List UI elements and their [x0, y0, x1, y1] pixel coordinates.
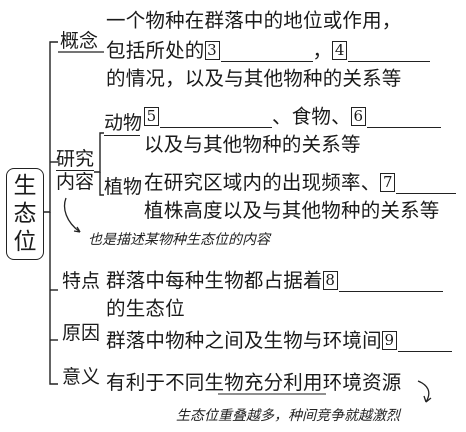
blank-number-9: 9	[381, 331, 397, 350]
cause-label: 原因	[62, 322, 101, 344]
root-char-3: 位	[13, 229, 37, 255]
blank-number-3: 3	[204, 41, 220, 60]
fill-blank-3[interactable]	[220, 41, 313, 62]
plant-line-2: 植株高度以及与其他物种的关系等	[144, 199, 440, 222]
root-node-niche: 生 态 位	[6, 168, 44, 260]
plant-line-1-text: 在研究区域内的出现频率、	[144, 171, 381, 194]
plant-line-1: 在研究区域内的出现频率、7	[144, 171, 457, 194]
animal-underline	[104, 135, 140, 136]
cause-line-text: 群落中物种之间及生物与环境间	[106, 329, 382, 352]
root-char-1: 生	[13, 173, 37, 199]
significance-handwritten-note: 生态位重叠越多，种间竞争就越激烈	[176, 408, 400, 424]
blank-number-5: 5	[144, 107, 159, 126]
fill-blank-5[interactable]	[160, 107, 272, 128]
research-label: 研究 内容	[56, 148, 95, 193]
fill-blank-9[interactable]	[397, 331, 452, 352]
blank-number-6: 6	[350, 107, 366, 126]
research-label-bottom: 内容	[56, 171, 95, 193]
animal-line-2: 以及与其他物种的关系等	[144, 133, 361, 156]
fill-blank-8[interactable]	[338, 271, 443, 292]
animal-line-1: 5 、食物、6	[144, 106, 441, 128]
significance-line: 有利于不同生物充分利用环境资源	[106, 371, 402, 394]
feature-label: 特点	[62, 270, 101, 292]
concept-separator: ，	[312, 39, 333, 62]
fill-blank-4[interactable]	[348, 41, 431, 62]
feature-line-2: 的生态位	[106, 297, 185, 320]
fill-blank-6[interactable]	[366, 107, 441, 128]
significance-label: 意义	[62, 366, 101, 388]
fill-blank-7[interactable]	[396, 173, 457, 194]
root-char-2: 态	[13, 201, 37, 227]
blank-number-8: 8	[322, 271, 338, 290]
research-label-top: 研究	[56, 148, 95, 171]
research-handwritten-note: 也是描述某物种生态位的内容	[88, 232, 270, 248]
feature-line-1-text: 群落中每种生物都占据着	[106, 269, 323, 292]
concept-line-1: 一个物种在群落中的地位或作用，	[106, 9, 402, 32]
blank-number-4: 4	[332, 41, 348, 60]
concept-label: 概念	[60, 30, 99, 52]
plant-label: 植物	[104, 176, 143, 198]
animal-label: 动物	[104, 112, 143, 134]
concept-line-3: 的情况，以及与其他物种的关系等	[106, 67, 402, 90]
blank-number-7: 7	[380, 173, 396, 192]
animal-middle-text: 、食物、	[272, 105, 351, 128]
concept-line-2-text: 包括所处的	[106, 39, 205, 62]
